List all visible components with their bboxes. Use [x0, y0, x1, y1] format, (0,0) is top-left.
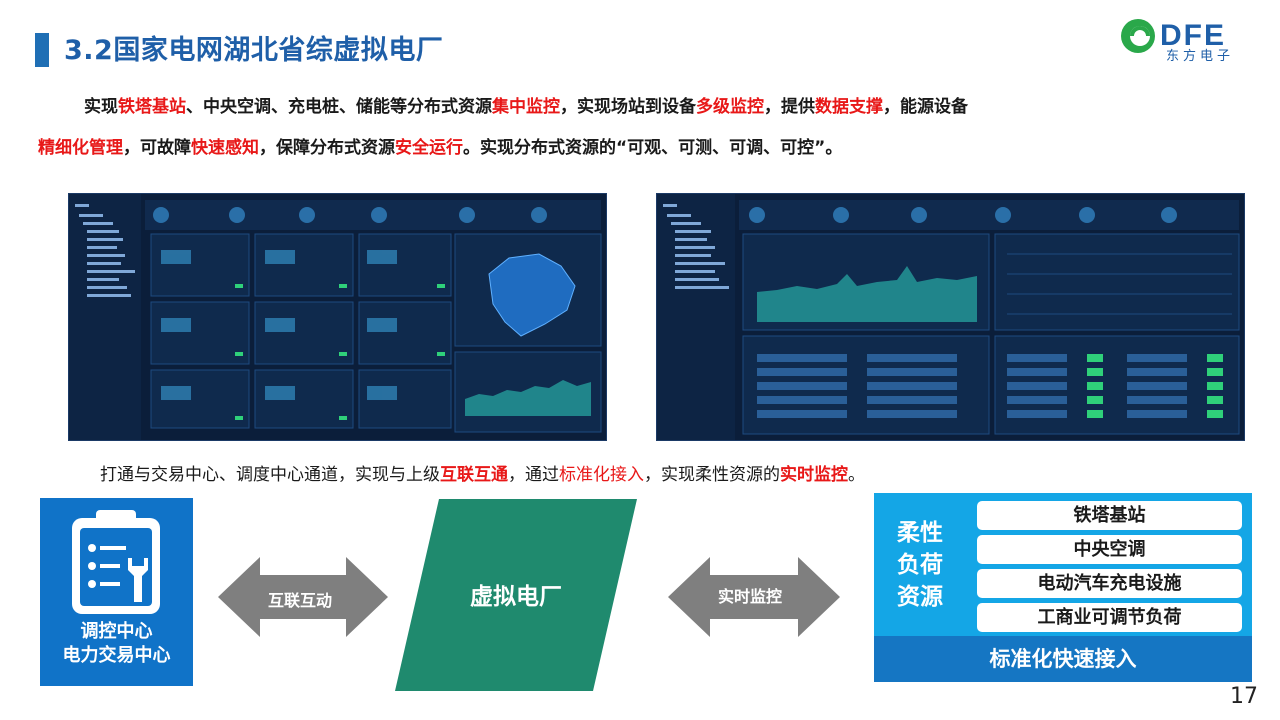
monitoring-double-arrow: 实时监控	[668, 557, 840, 637]
flexible-resource-box: 柔性 负荷 资源 铁塔基站 中央空调 电动汽车充电设施 工商业可调节负荷 标准化…	[874, 493, 1252, 682]
company-logo: DFE 东方电子	[1118, 14, 1248, 64]
monitoring-arrow-label: 实时监控	[718, 587, 783, 606]
p3-highlight-1: 互联互通	[440, 465, 508, 485]
p1-highlight-7: 数据支撑	[815, 97, 883, 117]
dispatch-center-line1: 调控中心	[80, 621, 153, 642]
p3-highlight-2: 标准化接入	[559, 465, 644, 485]
virtual-power-plant-label: 虚拟电厂	[470, 584, 562, 610]
resource-item-central-ac: 中央空调	[977, 535, 1242, 564]
resource-item-tower-station: 铁塔基站	[977, 501, 1242, 530]
title-accent-bar	[35, 33, 49, 67]
page-number: 17	[1230, 684, 1258, 709]
p1-text-0: 实现	[84, 97, 118, 117]
dispatch-center-line2: 电力交易中心	[62, 645, 171, 666]
intro-paragraph-line2: 精细化管理，可故障快速感知，保障分布式资源安全运行。实现分布式资源的“可观、可测…	[38, 133, 842, 158]
clipboard-wrench-icon	[72, 510, 160, 614]
interaction-double-arrow: 互联互动	[218, 557, 388, 637]
p3-highlight-3: 实时监控	[780, 465, 848, 485]
dashboard-screenshot-left	[68, 193, 607, 441]
resource-title-line2: 负荷	[897, 552, 943, 578]
p2-highlight-2: 快速感知	[191, 138, 259, 158]
connectivity-paragraph: 打通与交易中心、调度中心通道，实现与上级互联互通，通过标准化接入，实现柔性资源的…	[100, 460, 865, 485]
p3-text-1: 打通与交易中心、调度中心通道，实现与上级	[100, 465, 440, 485]
interaction-arrow-label: 互联互动	[268, 591, 333, 610]
dashboard-screenshot-right	[656, 193, 1245, 441]
p1-highlight-3: 集中监控	[492, 97, 560, 117]
p2-text-1: ，可故障	[123, 138, 191, 158]
resource-title-line3: 资源	[897, 584, 943, 610]
p3-text-2: ，通过	[508, 465, 559, 485]
dispatch-center-box: 调控中心 电力交易中心	[40, 498, 193, 686]
p1-text-8: ，能源设备	[883, 97, 968, 117]
standardized-access-label: 标准化快速接入	[874, 636, 1252, 682]
p2-text-5: 。实现分布式资源的“可观、可测、可调、可控”。	[463, 138, 843, 158]
logo-wordmark: DFE	[1160, 19, 1226, 52]
logo-company-name: 东方电子	[1166, 48, 1234, 62]
p1-text-4: ，实现场站到设备	[560, 97, 696, 117]
p3-text-3: ，实现柔性资源的	[644, 465, 780, 485]
virtual-power-plant-shape: 虚拟电厂	[395, 499, 637, 691]
p1-text-2: 、中央空调、充电桩、储能等分布式资源	[186, 97, 492, 117]
flexible-resource-title: 柔性 负荷 资源	[890, 517, 950, 613]
p2-highlight-4: 安全运行	[395, 138, 463, 158]
p1-highlight-1: 铁塔基站	[118, 97, 186, 117]
p2-text-3: ，保障分布式资源	[259, 138, 395, 158]
page-title: 3.2国家电网湖北省综虚拟电厂	[64, 35, 444, 66]
p3-text-4: 。	[848, 465, 865, 485]
p1-highlight-5: 多级监控	[696, 97, 764, 117]
intro-paragraph-line1: 实现铁塔基站、中央空调、充电桩、储能等分布式资源集中监控，实现场站到设备多级监控…	[84, 92, 968, 117]
resource-item-commercial-load: 工商业可调节负荷	[977, 603, 1242, 632]
p1-text-6: ，提供	[764, 97, 815, 117]
p2-highlight-0: 精细化管理	[38, 138, 123, 158]
dispatch-center-label: 调控中心 电力交易中心	[40, 620, 193, 668]
resource-item-ev-charging: 电动汽车充电设施	[977, 569, 1242, 598]
resource-title-line1: 柔性	[897, 520, 943, 546]
